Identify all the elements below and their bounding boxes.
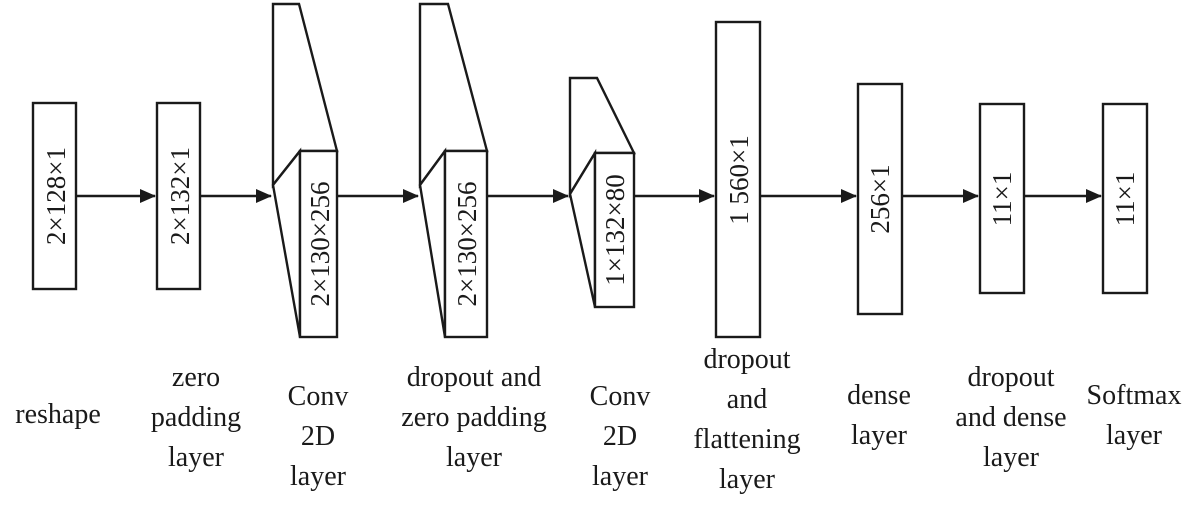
layer-label-dropout-dense: dropout and dense layer	[955, 362, 1067, 473]
layer-dims-reshape: 2×128×1	[41, 147, 71, 245]
layer-dims-dropout-flattening: 1 560×1	[724, 135, 754, 224]
layer-block-zero-padding: 2×132×1	[155, 101, 202, 291]
layer-dims-dropout-dense: 11×1	[987, 172, 1017, 227]
layer-block-dense: 256×1	[856, 82, 904, 316]
layer-block-softmax: 11×1	[1101, 102, 1149, 295]
layer-dims-zero-padding: 2×132×1	[165, 147, 195, 245]
layer-block-reshape: 2×128×1	[31, 101, 78, 291]
layer-block-conv2d-1: 2×130×256	[271, 2, 339, 339]
layer-dims-conv2d-1: 2×130×256	[305, 182, 335, 307]
layer-dims-dense: 256×1	[865, 164, 895, 233]
layer-block-dropout-dense: 11×1	[978, 102, 1026, 295]
layer-label-conv2d-2: Conv 2D layer	[589, 381, 651, 492]
layer-dims-conv2d-2: 1×132×80	[600, 174, 630, 285]
layer-label-dropout-flattening: dropout and flattening layer	[693, 344, 801, 495]
layer-label-dropout-zero-padding: dropout and zero padding layer	[401, 362, 547, 473]
layer-block-dropout-flattening: 1 560×1	[714, 20, 762, 339]
layer-dims-softmax: 11×1	[1110, 172, 1140, 227]
layer-label-reshape: reshape	[15, 399, 101, 430]
layer-label-dense: dense layer	[847, 380, 911, 451]
layer-block-dropout-zero-padding: 2×130×256	[418, 2, 489, 339]
layer-block-conv2d-2: 1×132×80	[568, 76, 636, 309]
layer-dims-dropout-zero-padding: 2×130×256	[452, 182, 482, 307]
layer-label-conv2d-1: Conv 2D layer	[287, 381, 349, 492]
layer-label-zero-padding: zero padding layer	[150, 362, 242, 473]
layer-label-softmax: Softmax layer	[1086, 380, 1182, 451]
